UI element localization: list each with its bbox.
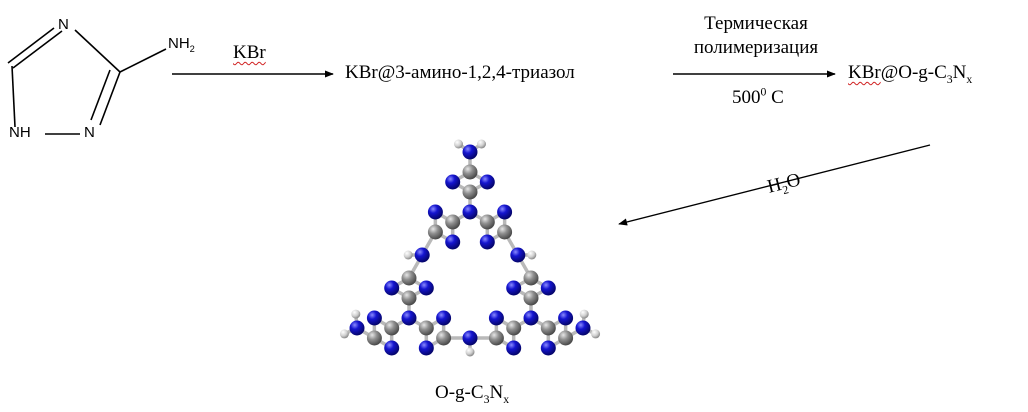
ring-bond — [7, 27, 55, 64]
nitrogen-atom — [401, 310, 417, 326]
ring-bond — [99, 71, 121, 126]
final-product-label: O-g-C3Nx — [435, 382, 510, 406]
ring-bond — [12, 30, 63, 69]
nitrogen-atom — [575, 320, 591, 336]
intermediate-label: KBr@3-амино-1,2,4-триазол — [345, 62, 575, 83]
product-kbr-composite: KBr@O-g-C3Nx — [848, 62, 973, 86]
ring-bond — [90, 69, 111, 121]
nitrogen-atom — [418, 340, 434, 356]
carbon-atom — [418, 320, 434, 336]
reagent-kbr: KBr — [233, 42, 266, 63]
ring-atom-nh: NH — [9, 124, 31, 141]
hydrogen-atom — [339, 329, 349, 339]
nitrogen-atom — [540, 340, 556, 356]
reaction-arrow-3 — [618, 144, 931, 226]
nitrogen-atom — [462, 204, 478, 220]
nitrogen-atom — [436, 310, 452, 326]
nitrogen-atom — [523, 310, 539, 326]
condition-line-1: Термическая — [704, 13, 808, 34]
nitrogen-atom — [384, 280, 400, 296]
hydrogen-atom — [351, 309, 361, 319]
nitrogen-atom — [462, 330, 478, 346]
ring-atom-n-bottom: N — [84, 124, 95, 141]
nitrogen-atom — [384, 340, 400, 356]
nitrogen-atom — [445, 234, 461, 250]
molecule-atoms — [339, 139, 601, 357]
nitrogen-atom — [479, 234, 495, 250]
ring-bond — [74, 29, 121, 73]
nitrogen-atom — [445, 174, 461, 190]
carbon-atom — [436, 330, 452, 346]
hydrogen-atom — [454, 139, 463, 149]
carbon-atom — [445, 214, 461, 230]
carbon-atom — [462, 164, 478, 180]
nitrogen-atom — [497, 204, 513, 220]
nitrogen-atom — [366, 310, 382, 326]
carbon-atom — [462, 184, 478, 200]
nitrogen-atom — [418, 280, 434, 296]
nitrogen-atom — [349, 320, 365, 336]
nitrogen-atom — [479, 174, 495, 190]
carbon-atom — [497, 224, 513, 240]
nitrogen-atom — [540, 280, 556, 296]
nitrogen-atom — [506, 340, 522, 356]
nitrogen-atom — [488, 310, 504, 326]
nitrogen-atom — [506, 280, 522, 296]
nitrogen-atom — [427, 204, 443, 220]
g-c3n4-ball-and-stick-model — [339, 139, 601, 357]
ring-atom-n-top: N — [58, 16, 69, 33]
carbon-atom — [540, 320, 556, 336]
hydrogen-atom — [403, 250, 413, 260]
amino-bond — [119, 48, 167, 73]
step2-condition: Термическая полимеризация — [681, 12, 831, 60]
amino-group-label: NH2 — [168, 35, 195, 54]
ring-bond — [11, 65, 16, 128]
nitrogen-atom — [462, 144, 478, 160]
carbon-atom — [506, 320, 522, 336]
carbon-atom — [523, 270, 539, 286]
carbon-atom — [479, 214, 495, 230]
hydrogen-atom — [527, 250, 537, 260]
carbon-atom — [401, 290, 417, 306]
carbon-atom — [558, 330, 574, 346]
step2-temperature: 5000 C — [732, 85, 784, 108]
carbon-atom — [384, 320, 400, 336]
carbon-atom — [488, 330, 504, 346]
carbon-atom — [523, 290, 539, 306]
condition-line-2: полимеризация — [693, 36, 819, 58]
nitrogen-atom — [414, 247, 430, 263]
hydrogen-atom — [465, 347, 475, 357]
nitrogen-atom — [510, 247, 526, 263]
triazole-structure — [7, 27, 167, 135]
carbon-atom — [427, 224, 443, 240]
hydrogen-atom — [477, 139, 486, 149]
carbon-atom — [401, 270, 417, 286]
hydrogen-atom — [579, 309, 589, 319]
hydrogen-atom — [591, 329, 601, 339]
nitrogen-atom — [558, 310, 574, 326]
carbon-atom — [366, 330, 382, 346]
